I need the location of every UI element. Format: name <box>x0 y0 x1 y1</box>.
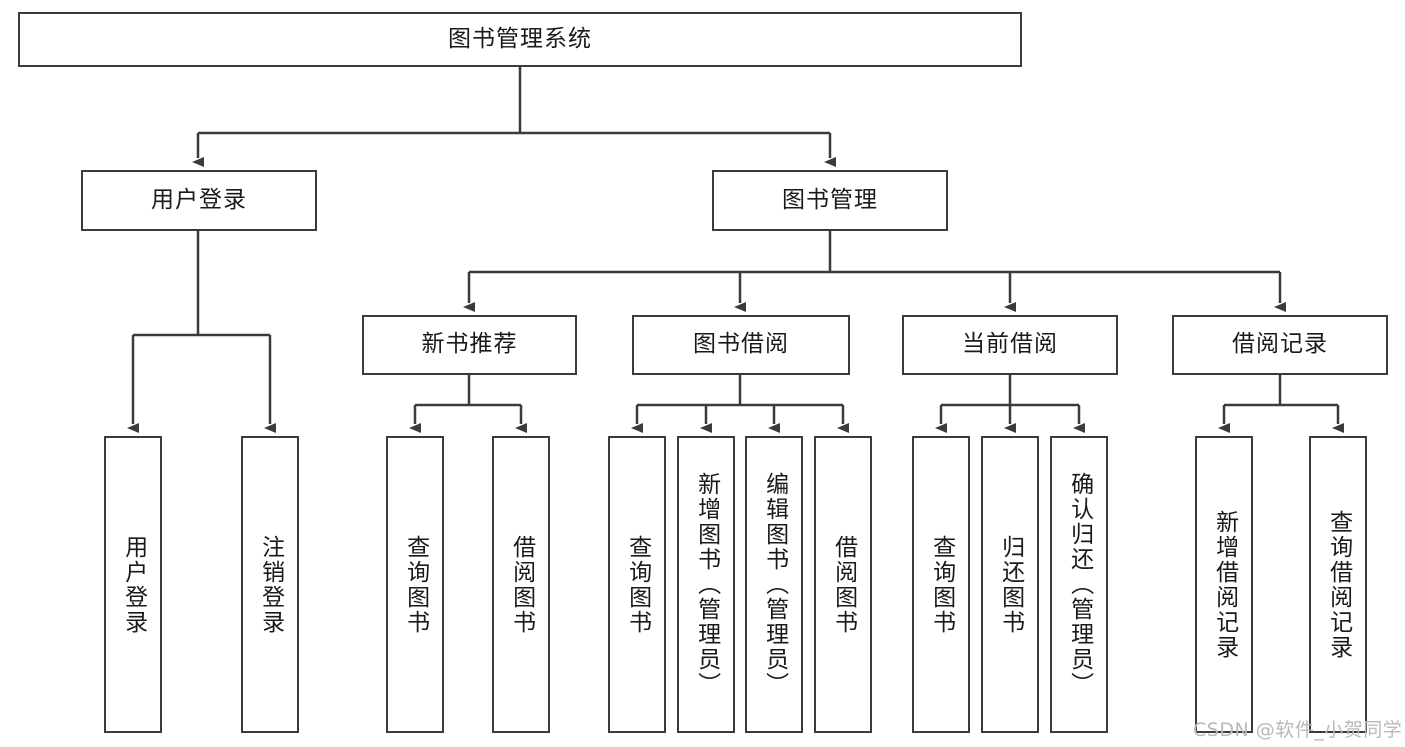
node-leaf-add-borrow-record-label: 新增借阅记录 <box>1211 509 1238 660</box>
node-leaf-borrow-book-recommend[interactable]: 借阅图书 <box>492 436 550 733</box>
node-root-label: 图书管理系统 <box>448 25 592 52</box>
node-leaf-query-book-current-label: 查询图书 <box>928 534 955 635</box>
node-new-book-recommend[interactable]: 新书推荐 <box>362 315 577 375</box>
node-book-borrow-label: 图书借阅 <box>693 331 789 358</box>
node-leaf-query-book-borrow[interactable]: 查询图书 <box>608 436 666 733</box>
node-leaf-add-borrow-record[interactable]: 新增借阅记录 <box>1195 436 1253 733</box>
node-leaf-logout-label: 注销登录 <box>257 534 284 635</box>
node-leaf-logout[interactable]: 注销登录 <box>241 436 299 733</box>
node-borrow-record[interactable]: 借阅记录 <box>1172 315 1388 375</box>
node-new-book-recommend-label: 新书推荐 <box>421 331 518 358</box>
node-leaf-query-borrow-record-label: 查询借阅记录 <box>1325 509 1352 660</box>
node-borrow-record-label: 借阅记录 <box>1232 331 1328 358</box>
node-leaf-query-book-recommend[interactable]: 查询图书 <box>386 436 444 733</box>
node-user-login-label: 用户登录 <box>151 186 247 213</box>
node-leaf-return-book[interactable]: 归还图书 <box>981 436 1039 733</box>
node-leaf-borrow-book[interactable]: 借阅图书 <box>814 436 872 733</box>
node-leaf-query-book-recommend-label: 查询图书 <box>402 534 429 635</box>
node-leaf-borrow-book-label: 借阅图书 <box>830 534 857 635</box>
node-book-borrow[interactable]: 图书借阅 <box>632 315 850 375</box>
node-leaf-add-book-admin-label: 新增图书（管理员） <box>693 472 720 697</box>
node-leaf-add-book-admin[interactable]: 新增图书（管理员） <box>677 436 735 733</box>
node-current-borrow[interactable]: 当前借阅 <box>902 315 1118 375</box>
node-leaf-confirm-return-admin[interactable]: 确认归还（管理员） <box>1050 436 1108 733</box>
node-leaf-query-book-current[interactable]: 查询图书 <box>912 436 970 733</box>
node-current-borrow-label: 当前借阅 <box>962 331 1058 358</box>
node-book-management[interactable]: 图书管理 <box>712 170 948 231</box>
node-root[interactable]: 图书管理系统 <box>18 12 1022 67</box>
node-leaf-query-book-borrow-label: 查询图书 <box>624 534 651 635</box>
node-leaf-user-login[interactable]: 用户登录 <box>104 436 162 733</box>
node-user-login[interactable]: 用户登录 <box>81 170 317 231</box>
watermark-text: CSDN @软件_小贺同学 <box>1193 719 1403 741</box>
node-leaf-return-book-label: 归还图书 <box>997 534 1024 635</box>
node-book-management-label: 图书管理 <box>782 186 878 213</box>
node-leaf-edit-book-admin-label: 编辑图书（管理员） <box>761 472 788 697</box>
node-leaf-edit-book-admin[interactable]: 编辑图书（管理员） <box>745 436 803 733</box>
node-leaf-borrow-book-recommend-label: 借阅图书 <box>508 534 535 635</box>
node-leaf-confirm-return-admin-label: 确认归还（管理员） <box>1066 472 1093 697</box>
node-leaf-user-login-label: 用户登录 <box>120 534 147 635</box>
node-leaf-query-borrow-record[interactable]: 查询借阅记录 <box>1309 436 1367 733</box>
